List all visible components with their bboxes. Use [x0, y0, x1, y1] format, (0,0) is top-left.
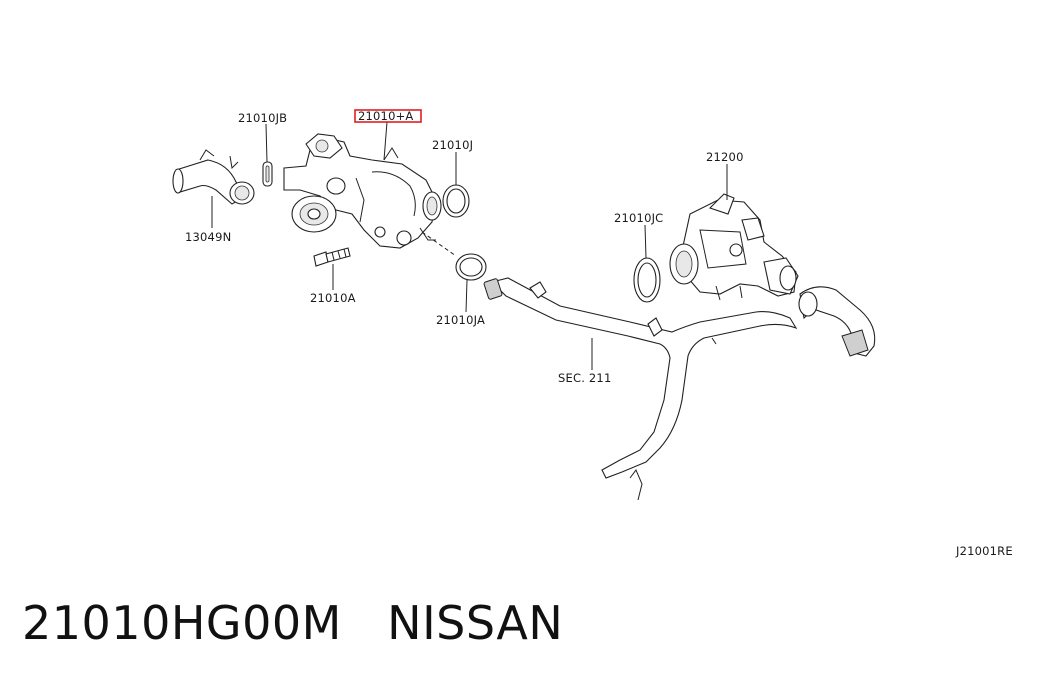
- label-sec-211[interactable]: SEC. 211: [558, 371, 611, 385]
- part-number: 21010HG00M: [22, 596, 342, 650]
- label-21010j[interactable]: 21010J: [432, 138, 473, 152]
- bolt-21010a: [313, 247, 351, 267]
- leader-lines: [211, 121, 728, 370]
- label-13049n[interactable]: 13049N: [185, 230, 231, 244]
- reference-code: J21001RE: [955, 544, 1013, 558]
- label-21010a-top[interactable]: 21010+A: [358, 109, 414, 123]
- hose-right: [798, 286, 876, 357]
- label-21200[interactable]: 21200: [706, 150, 744, 164]
- label-21010a[interactable]: 21010A: [310, 291, 356, 305]
- water-pipe-sec211: [483, 277, 798, 501]
- water-outlet-housing: [283, 133, 442, 249]
- brand-name: NISSAN: [387, 596, 564, 650]
- clip-21010jb: [262, 161, 273, 187]
- label-21010jb[interactable]: 21010JB: [238, 111, 287, 125]
- thermostat-assembly-21200: [669, 193, 799, 301]
- o-ring-21010jc: [633, 257, 661, 303]
- o-ring-21010ja: [455, 253, 487, 281]
- o-ring-21010j: [442, 184, 470, 218]
- label-21010jc[interactable]: 21010JC: [614, 211, 663, 225]
- part-title: 21010HG00M NISSAN: [22, 596, 563, 650]
- highlight-box: [354, 109, 422, 123]
- hose-13049n: [172, 149, 255, 205]
- label-21010ja[interactable]: 21010JA: [436, 313, 485, 327]
